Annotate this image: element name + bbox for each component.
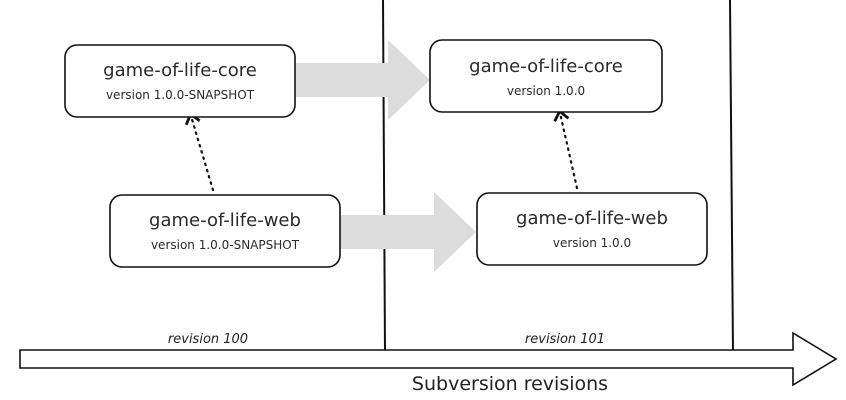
dependency-arrow-release xyxy=(553,109,579,190)
promotion-arrow-core xyxy=(296,40,430,120)
revision-label: revision 101 xyxy=(525,332,605,347)
dependency-arrow-snapshot xyxy=(184,112,215,192)
module-version: version 1.0.0-SNAPSHOT xyxy=(151,238,300,252)
module-version: version 1.0.0-SNAPSHOT xyxy=(106,88,255,102)
revision-separator-left xyxy=(382,0,386,353)
module-name: game-of-life-web xyxy=(149,210,301,231)
module-version: version 1.0.0 xyxy=(507,84,585,98)
revision-separator-right xyxy=(729,0,734,353)
module-box-core-snapshot: game-of-life-core version 1.0.0-SNAPSHOT xyxy=(64,44,296,118)
promotion-arrow-web xyxy=(340,192,476,272)
module-box-core-release: game-of-life-core version 1.0.0 xyxy=(429,39,663,113)
timeline-caption: Subversion revisions xyxy=(412,373,608,395)
module-version: version 1.0.0 xyxy=(553,236,631,250)
module-name: game-of-life-core xyxy=(103,60,257,81)
revision-label: revision 100 xyxy=(168,332,248,347)
module-box-web-release: game-of-life-web version 1.0.0 xyxy=(476,192,708,266)
module-name: game-of-life-core xyxy=(469,56,623,77)
module-box-web-snapshot: game-of-life-web version 1.0.0-SNAPSHOT xyxy=(109,194,341,268)
timeline-arrow xyxy=(19,331,838,387)
module-name: game-of-life-web xyxy=(516,208,668,229)
